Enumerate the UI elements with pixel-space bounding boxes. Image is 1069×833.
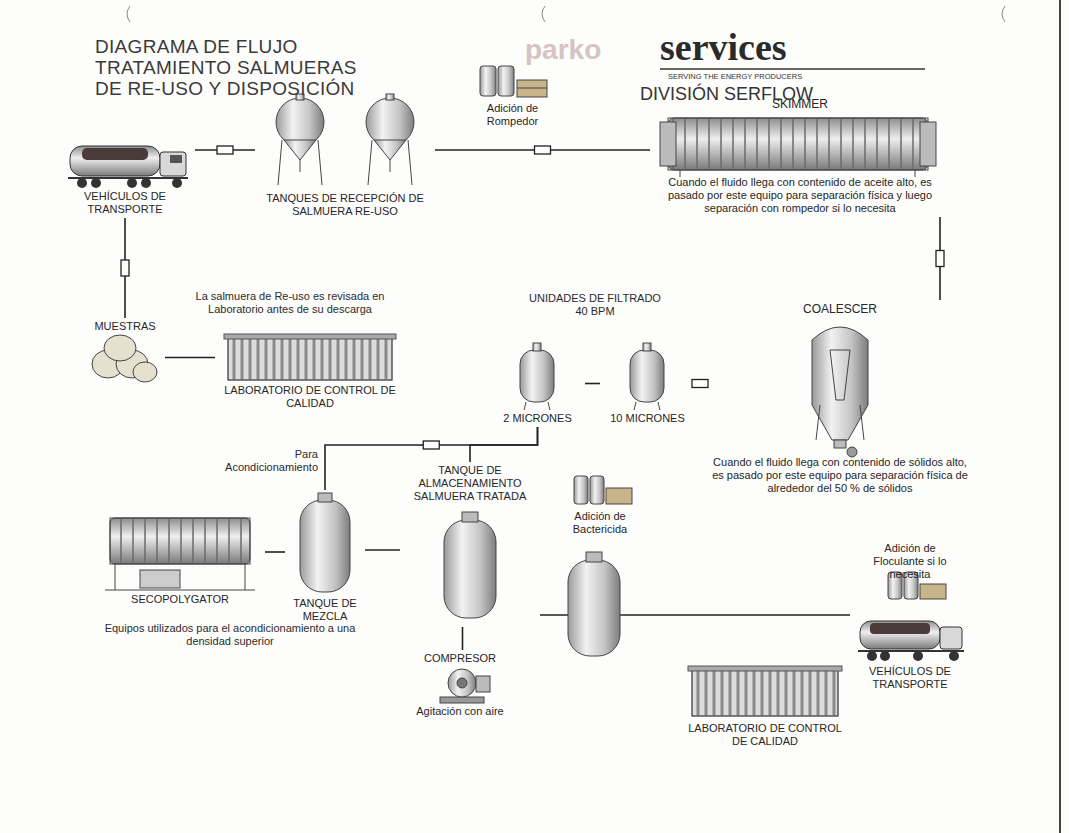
equipment-label: COMPRESOR <box>398 652 522 665</box>
equipment-node: SKIMMERCuando el fluido llega con conten… <box>650 95 950 217</box>
equipment-node: LABORATORIO DE CONTROL DE CALIDAD <box>680 660 850 750</box>
pipe-line <box>462 627 464 650</box>
equipment-node: COMPRESOR Agitación con aire <box>395 650 525 720</box>
valve-symbol <box>121 260 129 276</box>
pipe-line <box>265 551 285 553</box>
equipment-label: MUESTRAS <box>88 320 162 333</box>
brand-slogan: SERVING THE ENERGY PRODUCERS <box>668 72 928 81</box>
equipment-label: VEHÍCULOS DE TRANSPORTE <box>853 665 967 691</box>
equipment-node: VEHÍCULOS DE TRANSPORTE <box>850 615 970 693</box>
equipment-note: Cuando el fluido llega con contenido de … <box>708 456 972 495</box>
pipe-line <box>365 549 400 551</box>
brand-logo: services <box>660 26 980 68</box>
valve-symbol <box>423 441 439 449</box>
equipment-node: MUESTRAS <box>85 318 165 385</box>
equipment-label: 10 MICRONES <box>603 412 692 425</box>
branch-label: Para Acondicionamiento <box>222 448 318 474</box>
equipment-label: TANQUE DE MEZCLA <box>288 597 362 623</box>
equipment-label: TANQUE DE ALMACENAMIENTO SALMUERA TRATAD… <box>403 464 537 503</box>
equipment-node: TANQUE DE ALMACENAMIENTO SALMUERA TRATAD… <box>400 462 540 627</box>
equipment-node: COALESCER Cuando el fluido llega con cont… <box>705 300 975 497</box>
equipment-label: SECOPOLYGATOR <box>98 593 262 606</box>
equipment-node: VEHÍCULOS DE TRANSPORTE <box>55 140 195 218</box>
unit-caption: UNIDADES DE FILTRADO 40 BPM <box>522 292 668 318</box>
note: La salmuera de Re-uso es revisada en Lab… <box>170 290 410 316</box>
equipment-label: Adición de Floculante si lo necesita <box>863 542 957 581</box>
equipment-label: TANQUES DE RECEPCIÓN DE SALMUERA RE-USO <box>258 192 432 218</box>
equipment-label: Adición de Rompedor <box>473 102 552 128</box>
valve-symbol <box>936 251 944 267</box>
equipment-node: Adición de Floculante si lo necesita <box>860 540 960 617</box>
equipment-note: Agitación con aire <box>398 705 522 718</box>
diagram-title: DIAGRAMA DE FLUJO TRATAMIENTO SALMUERAS … <box>95 36 357 99</box>
equipment-node: Adición de Bactericida <box>550 470 650 538</box>
equipment-label: VEHÍCULOS DE TRANSPORTE <box>58 190 192 216</box>
equipment-label: LABORATORIO DE CONTROL DE CALIDAD <box>218 384 402 410</box>
division-name: DIVISIÓN SERFLOW <box>640 84 900 105</box>
pipe-line <box>165 357 215 359</box>
equipment-label: 2 MICRONES <box>493 412 582 425</box>
equipment-node: SECOPOLYGATOR <box>95 505 265 608</box>
brand-mark: parko <box>525 34 655 66</box>
equipment-label: COALESCER <box>708 302 972 316</box>
equipment-node: Adición de Rompedor <box>470 60 555 130</box>
equipment-node: 2 MICRONES <box>490 340 585 427</box>
equipment-label: LABORATORIO DE CONTROL DE CALIDAD <box>683 722 847 748</box>
equipment-node: LABORATORIO DE CONTROL DE CALIDAD <box>215 330 405 412</box>
equipment-label: Adición de Bactericida <box>553 510 647 536</box>
valve-symbol <box>217 146 233 154</box>
note: Equipos utilizados para el acondicionami… <box>95 622 365 648</box>
equipment-note: Cuando el fluido llega con contenido de … <box>653 176 947 215</box>
equipment-node: 10 MICRONES <box>600 340 695 427</box>
pipe-line <box>585 383 600 385</box>
equipment-node: TANQUES DE RECEPCIÓN DE SALMUERA RE-USO <box>255 90 435 220</box>
valve-symbol <box>535 146 551 154</box>
valve-symbol <box>692 380 708 388</box>
equipment-node: TANQUE DE MEZCLA <box>285 490 365 625</box>
